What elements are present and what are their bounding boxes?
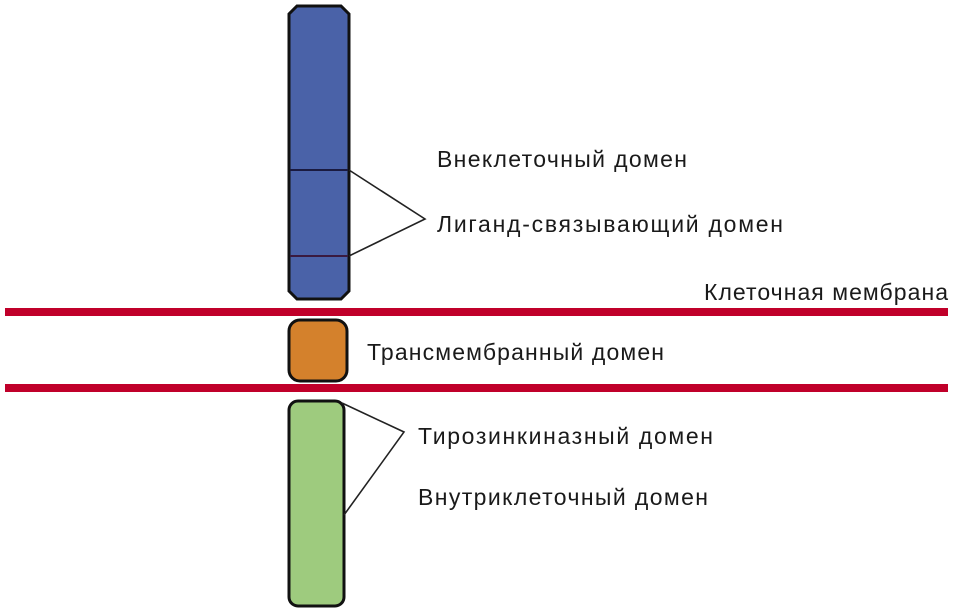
tyrosine-kinase-pointer	[341, 402, 406, 516]
label-tyrosine-kinase: Тирозинкиназный домен	[418, 423, 713, 449]
extracellular-domain	[287, 4, 351, 301]
label-transmembrane: Трансмембранный домен	[367, 339, 664, 365]
membrane-line-top	[5, 308, 948, 316]
ligand-binding-pointer	[348, 169, 427, 257]
membrane-line-bottom	[5, 384, 948, 392]
label-intracellular: Внутриклеточный домен	[418, 484, 708, 510]
label-extracellular: Внеклеточный домен	[437, 146, 687, 172]
intracellular-domain	[287, 399, 346, 608]
label-ligand-binding: Лиганд-связывающий домен	[437, 211, 783, 237]
transmembrane-domain	[287, 318, 349, 383]
label-membrane: Клеточная мембрана	[704, 279, 948, 305]
